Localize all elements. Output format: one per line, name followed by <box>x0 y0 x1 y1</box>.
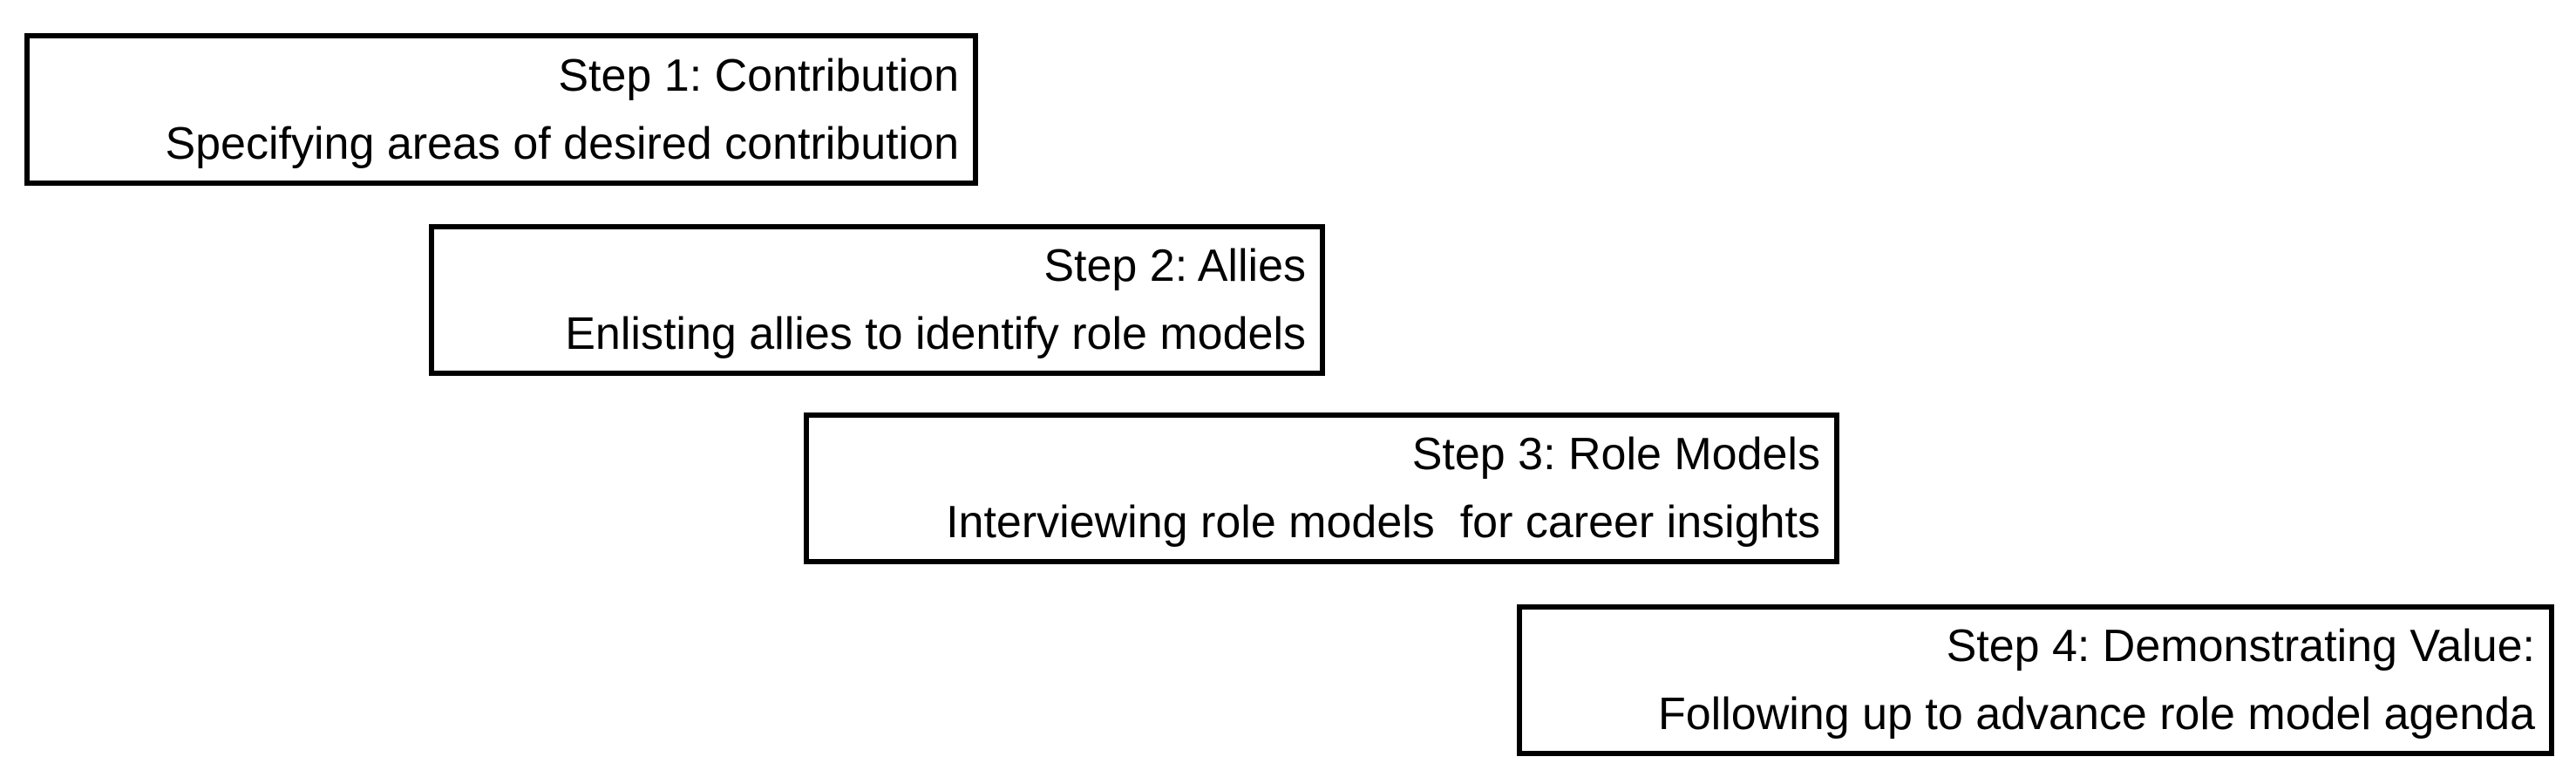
step-1-title: Step 1: Contribution <box>558 50 959 101</box>
step-2-box: Step 2: Allies Enlisting allies to ident… <box>429 224 1325 376</box>
step-4-subtitle: Following up to advance role model agend… <box>1657 689 2535 740</box>
step-3-box: Step 3: Role Models Interviewing role mo… <box>804 412 1839 564</box>
step-1-subtitle: Specifying areas of desired contribution <box>165 118 959 169</box>
step-2-subtitle: Enlisting allies to identify role models <box>565 309 1306 359</box>
step-4-box: Step 4: Demonstrating Value: Following u… <box>1517 604 2554 756</box>
step-3-title: Step 3: Role Models <box>1411 429 1820 480</box>
step-2-title: Step 2: Allies <box>1043 241 1306 291</box>
step-3-subtitle: Interviewing role models for career insi… <box>946 497 1820 548</box>
step-4-title: Step 4: Demonstrating Value: <box>1946 621 2535 672</box>
step-1-box: Step 1: Contribution Specifying areas of… <box>24 33 978 186</box>
